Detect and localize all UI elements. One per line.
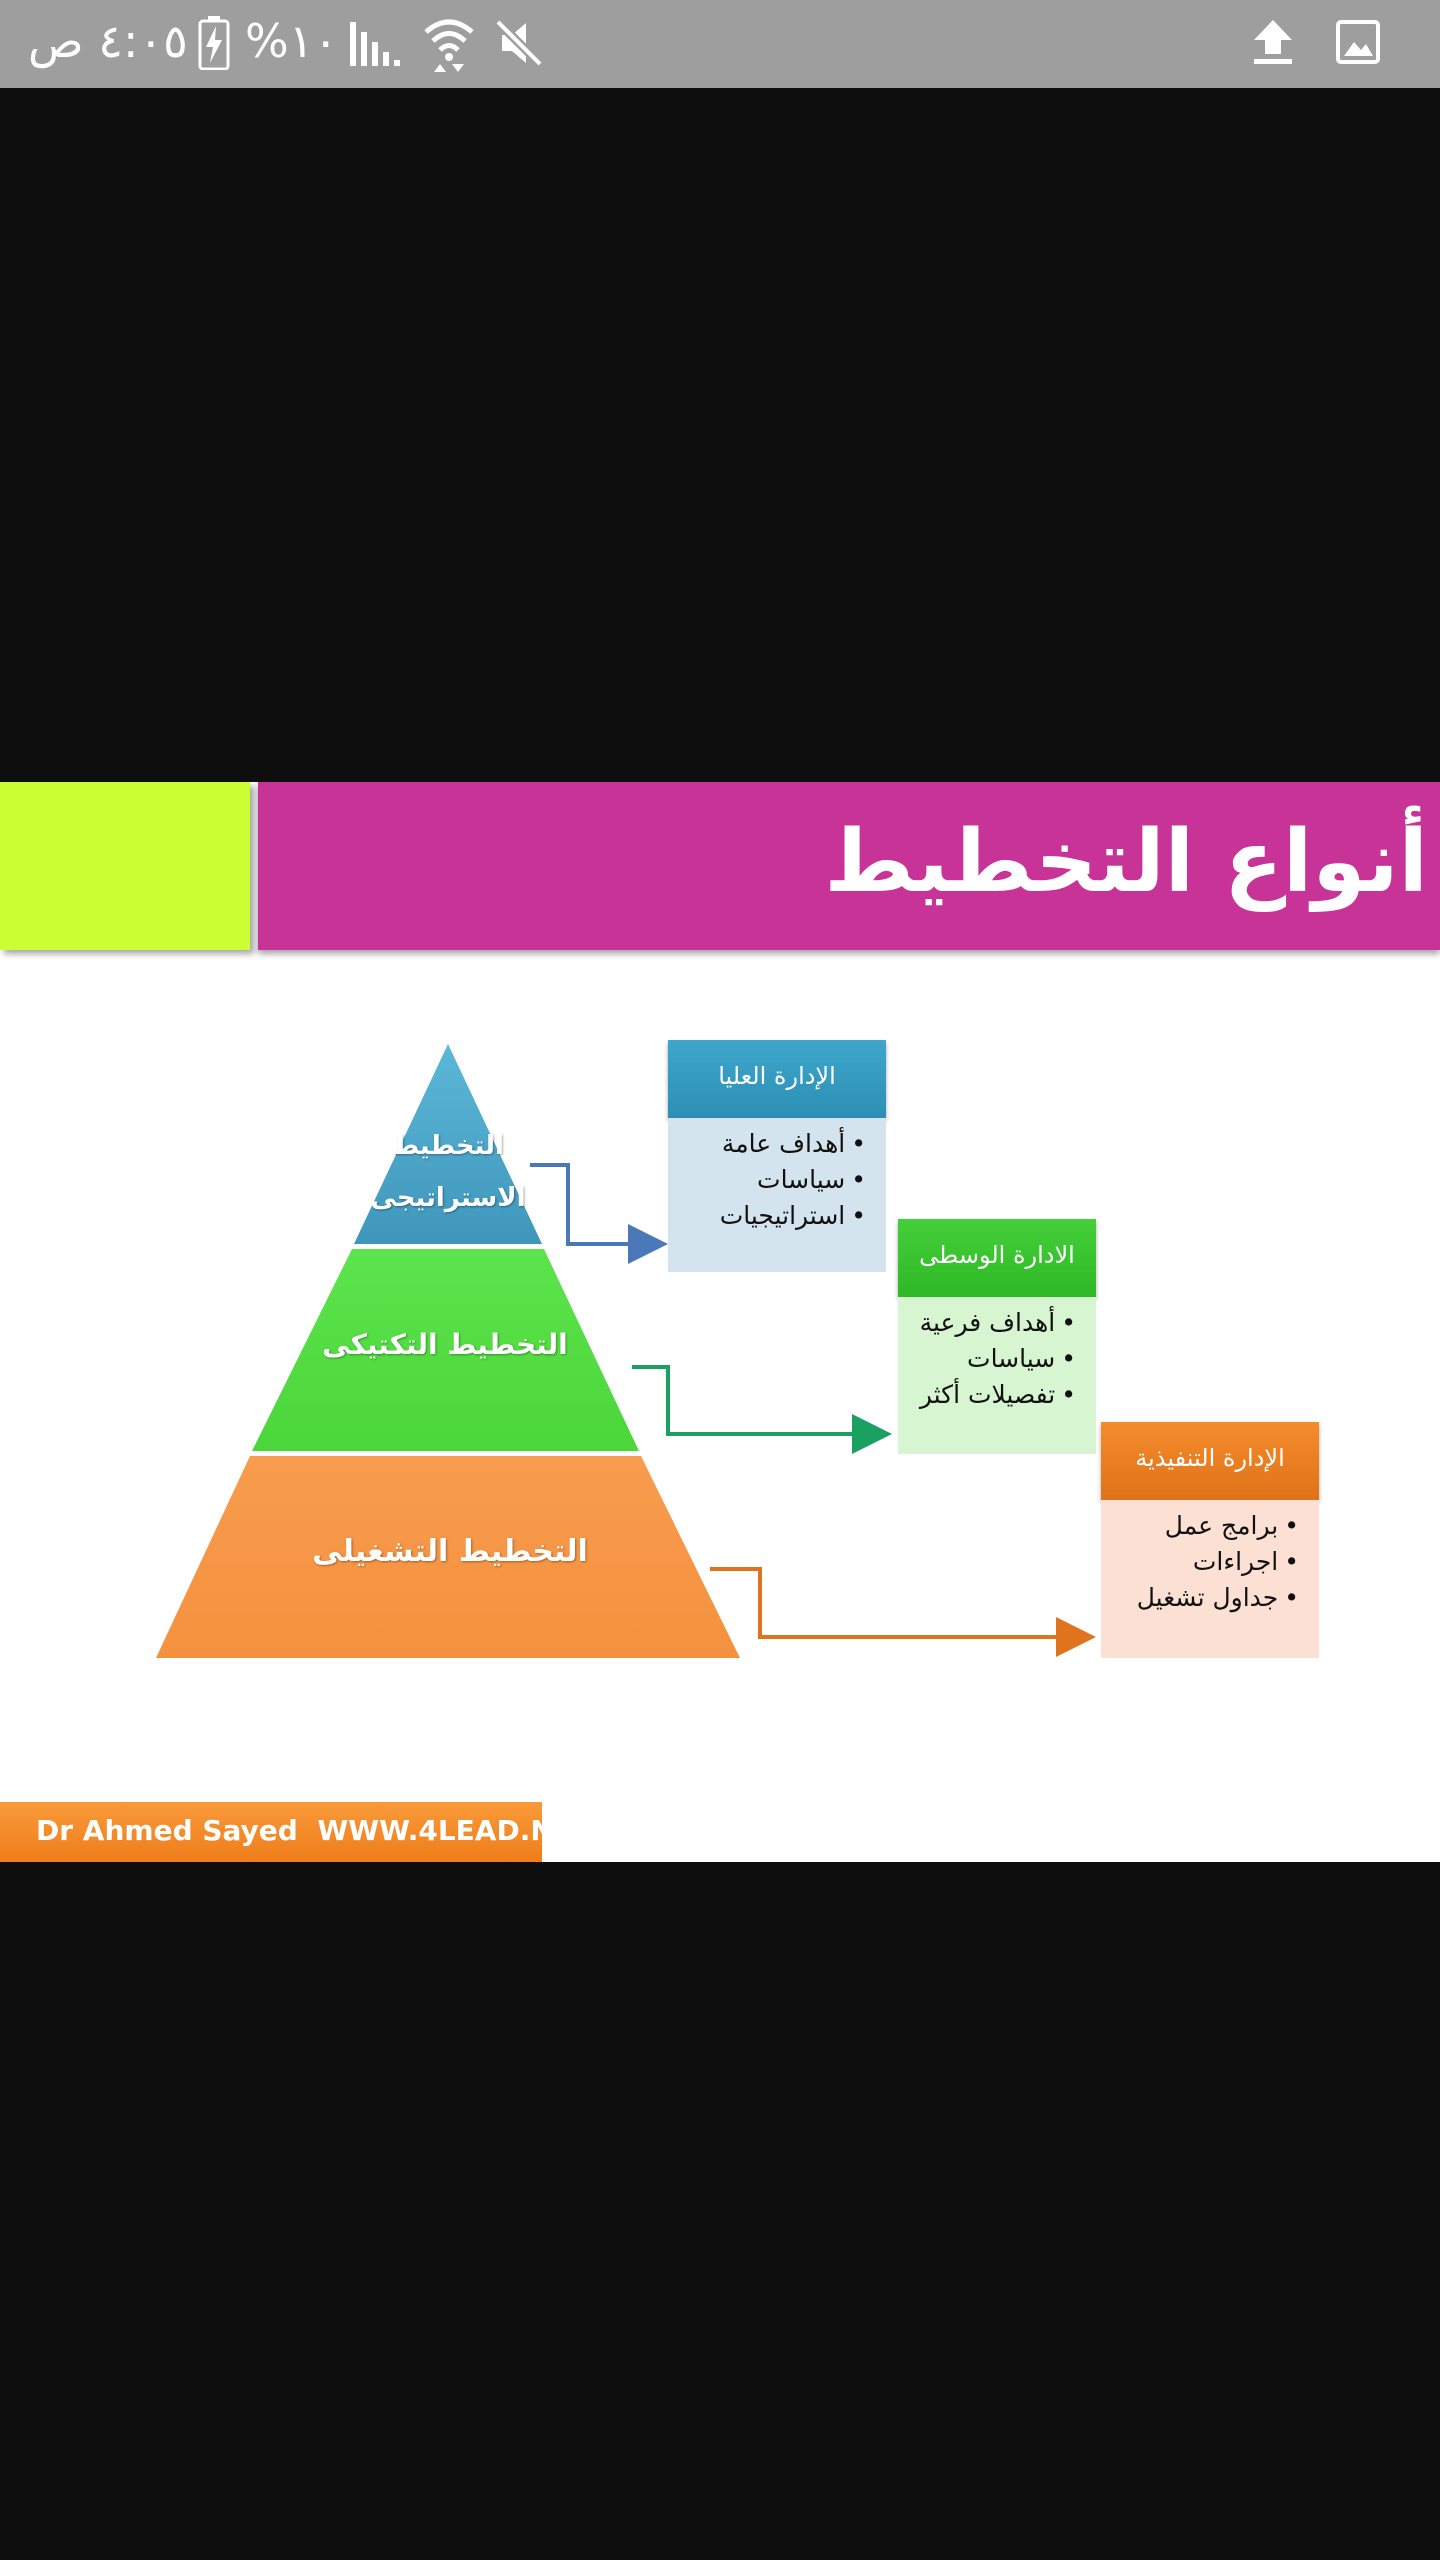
list-item: سياسات <box>898 1341 1076 1377</box>
slide-title: أنواع التخطيط <box>824 812 1428 912</box>
list-item: اجراءات <box>1101 1544 1299 1580</box>
tier-label-strategic: التخطيط الاستراتيجى <box>370 1131 526 1213</box>
tier-label-operational: التخطيط التشغيلى <box>312 1534 588 1569</box>
status-bar: ٤:٠٥ ص %١٠ <box>0 0 1440 88</box>
list-item: برامج عمل <box>1101 1508 1299 1544</box>
mute-icon <box>494 18 544 68</box>
list-item: تفصيلات أكثر <box>898 1377 1076 1413</box>
list-item: أهداف فرعية <box>898 1305 1076 1341</box>
arrow-tactical <box>632 1365 892 1454</box>
box-header: الإدارة التنفيذية <box>1101 1422 1319 1500</box>
list-item: استراتيجيات <box>668 1198 866 1234</box>
tier-label-tactical: التخطيط التكتيكى <box>322 1328 568 1361</box>
signal-icon <box>350 22 400 66</box>
status-time: ٤:٠٥ ص <box>28 14 188 68</box>
slide-image: أنواع التخطيط التخطيط الاستراتيجى التخط <box>0 782 1440 1862</box>
box-executive-management: الإدارة التنفيذية برامج عمل اجراءات جداو… <box>1101 1422 1319 1658</box>
battery-percent: %١٠ <box>245 14 339 68</box>
box-middle-management: الادارة الوسطى أهداف فرعية سياسات تفصيلا… <box>898 1219 1096 1454</box>
arrow-strategic <box>530 1163 668 1264</box>
list-item: سياسات <box>668 1162 866 1198</box>
arrow-operational <box>710 1567 1096 1657</box>
charging-battery-icon <box>198 16 230 70</box>
title-bar: أنواع التخطيط <box>258 782 1440 950</box>
image-icon[interactable] <box>1336 20 1380 64</box>
box-header: الإدارة العليا <box>668 1040 886 1118</box>
list-item: أهداف عامة <box>668 1126 866 1162</box>
upload-icon[interactable] <box>1252 18 1294 66</box>
box-header: الادارة الوسطى <box>898 1219 1096 1297</box>
accent-block <box>0 782 250 950</box>
pyramid-tier-middle <box>252 1249 639 1451</box>
list-item: جداول تشغيل <box>1101 1580 1299 1616</box>
pyramid-tier-bottom <box>156 1456 740 1658</box>
footer-bar: Dr Ahmed Sayed WWW.4LEAD.NET <box>0 1802 592 1862</box>
footer-credit: Dr Ahmed Sayed WWW.4LEAD.NET <box>36 1814 593 1847</box>
pyramid-tier-top <box>354 1044 542 1244</box>
box-top-management: الإدارة العليا أهداف عامة سياسات استراتي… <box>668 1040 886 1272</box>
wifi-icon <box>424 19 474 72</box>
pyramid-diagram <box>156 1044 1096 1658</box>
